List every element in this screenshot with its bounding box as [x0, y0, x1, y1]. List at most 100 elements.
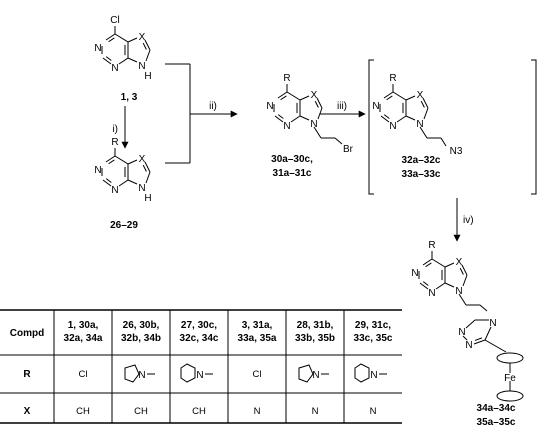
table-header-cell: 1, 30a, [68, 320, 99, 331]
product-molecule-bond-n9c4 [444, 282, 455, 288]
start-molecule-bond-x7c8 [144, 39, 151, 51]
azide-molecule-bond-c8n9 [423, 107, 429, 120]
product-molecule-atom-n9: N [455, 286, 462, 297]
bromide-chain-1 [313, 126, 322, 139]
triazole-atom-n2: N [458, 327, 465, 338]
piperidine-ring-icon: piperidin-1-yl [180, 363, 196, 383]
start-molecule-bond-c4n3 [118, 57, 129, 65]
step-label-iv: iv) [463, 215, 474, 226]
table-header-cell: 32a, 34a [64, 333, 103, 344]
azide-molecule-atom-n3: N [389, 121, 396, 132]
start-molecule-atom-h: H [144, 71, 151, 82]
table-row-label: X [24, 406, 31, 417]
bromide-molecule-atom-n1: N [266, 101, 273, 112]
triazole-atom-n1: N [489, 318, 496, 329]
step-label-i: i) [112, 124, 118, 135]
start-molecule-bond-x7c8-inner [142, 42, 147, 50]
ring-outline [124, 364, 140, 383]
table-header-cell: 32b, 34b [121, 333, 161, 344]
azide-molecule-atom-x: X [417, 90, 424, 101]
product-molecule-atom-n3: N [428, 288, 435, 299]
triazole-bond-3 [462, 335, 468, 341]
azide-molecule-bond-c5x7 [405, 95, 416, 101]
bromide-molecule-atom-x: X [311, 90, 318, 101]
intermediate-molecule-atom-x: X [139, 154, 146, 165]
ring-n-atom: N [138, 370, 145, 381]
product-chain-3 [479, 304, 488, 312]
intermediate-molecule-bond-c4n3 [118, 179, 129, 187]
ring-outline [298, 364, 314, 383]
azide-molecule-bond-n1c6-inner [386, 95, 393, 101]
intermediate-molecule-bond-c6c5 [114, 155, 129, 165]
bracket-right [531, 59, 537, 195]
step-label-iii: iii) [337, 101, 347, 112]
product-molecule-atom-n1: N [411, 268, 418, 279]
product-molecule-bond-c6c5 [431, 258, 446, 268]
bromide-molecule-bond-c5x7 [299, 95, 310, 101]
azide-molecule-atom-substituent: R [389, 73, 396, 84]
table-cell: CH [134, 406, 148, 417]
start-molecule-atom-substituent: Cl [110, 15, 119, 26]
bracket-left [368, 59, 374, 195]
azide-molecule-bond-x7c8 [422, 97, 429, 109]
azide-molecule-bond-c4n3 [396, 115, 407, 123]
bromide-molecule-bond-n1c6 [277, 91, 288, 99]
bromide-molecule-bond-n1c6-inner [280, 95, 287, 101]
triazole-bond-2 [473, 339, 486, 345]
intermediate-molecule-bond-n1c6 [105, 155, 116, 163]
step-label-ii: ii) [209, 101, 217, 112]
azide-molecule-bond-n3c2 [380, 115, 390, 123]
bromide-molecule-atom-n3: N [283, 121, 290, 132]
table-cell: CH [76, 406, 90, 417]
table-header-compd: Compd [10, 328, 44, 339]
product-molecule-bond-x7c8 [461, 264, 468, 276]
azide-molecule-atom-n9: N [416, 119, 423, 130]
ring-outline [354, 363, 370, 383]
start-molecule-bond-c8n9 [145, 49, 151, 62]
triazole-ferrocene-bond [484, 339, 507, 353]
azide-molecule-bond-c6c5 [392, 91, 407, 101]
azide-molecule-bond-x7c8-inner [420, 100, 425, 108]
product-molecule-bond-n1c6 [422, 258, 433, 266]
start-molecule-bond-c5x7 [127, 37, 138, 43]
product-molecule-bond-c5x7 [444, 262, 455, 268]
bromide-molecule-bond-x7c8 [316, 97, 323, 109]
start-molecule-atom-x: X [139, 32, 146, 43]
azide-chain-1 [419, 126, 428, 139]
product-molecule-bond-c8n9 [462, 274, 468, 287]
ferrocene-lower-ring [496, 390, 524, 402]
intermediate-molecule-bond-x7c8-inner [142, 164, 147, 172]
product-molecule-bond-x7c8-inner [459, 267, 464, 275]
table-header-cell: 27, 30c, [181, 320, 217, 331]
intermediate-molecule-bond-c5x7 [127, 159, 138, 165]
compound-label-products-2: 35a–35c [477, 417, 516, 428]
bromide-molecule-bond-x7c8-inner [314, 100, 319, 108]
table-header-cell: 32c, 34c [180, 333, 219, 344]
triazole-bond-2-inner [474, 337, 483, 341]
start-molecule-atom-n9: N [138, 61, 145, 72]
compound-label-azides-1: 32a–32c [402, 155, 441, 166]
start-molecule-bond-c6c5 [114, 33, 129, 43]
table-cell: N [312, 406, 319, 417]
table-cell: N [370, 406, 377, 417]
bromide-molecule-atom-substituent: R [283, 73, 290, 84]
start-molecule-bond-n3c2-inner [105, 56, 112, 61]
azide-molecule-bond-n3c2-inner [383, 114, 390, 119]
intermediate-molecule-atom-n9: N [138, 183, 145, 194]
product-molecule-atom-x: X [456, 257, 463, 268]
bromide-molecule-bond-n9c4 [299, 115, 310, 121]
ferrocene-atom-fe: Fe [504, 373, 516, 384]
pyrrolidine-ring-icon: pyrrolidin-1-yl [124, 364, 140, 383]
table-header-cell: 26, 30b, [123, 320, 160, 331]
table-header-cell: 28, 31b, [297, 320, 334, 331]
ring-n-atom: N [370, 370, 377, 381]
table-cell: CH [192, 406, 206, 417]
product-molecule-bond-n3c2 [419, 282, 429, 290]
intermediate-molecule-atom-substituent: R [111, 137, 118, 148]
compound-label-bromides-2: 31a–31c [273, 168, 312, 179]
intermediate-molecule-atom-h: H [144, 193, 151, 204]
intermediate-molecule-bond-n1c6-inner [108, 159, 115, 165]
table-cell: N [254, 406, 261, 417]
compound-label-products-1: 34a–34c [477, 403, 516, 414]
start-molecule-bond-n1c6 [105, 33, 116, 41]
